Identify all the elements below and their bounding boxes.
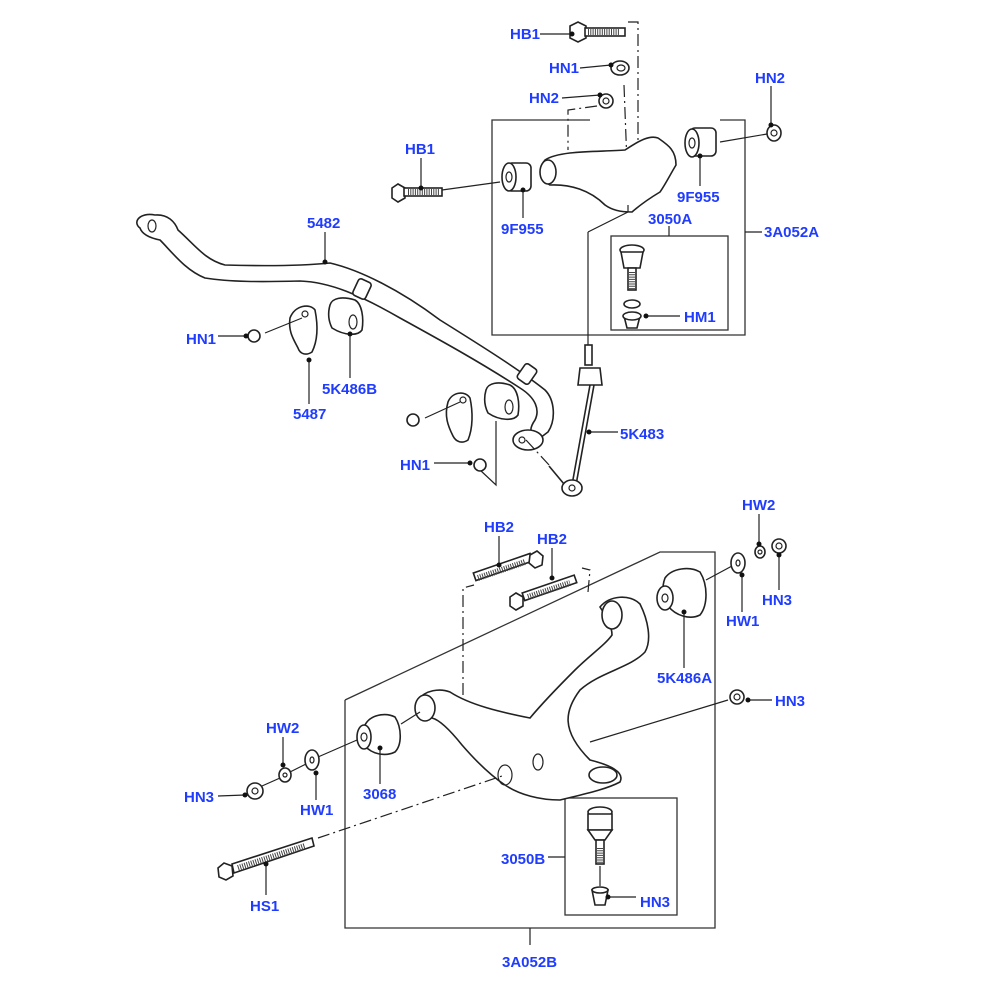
stabilizer-link-bracket [479, 421, 544, 487]
label-5k483: 5K483 [620, 426, 664, 443]
label-hb2-right: HB2 [537, 531, 567, 548]
lower-ball-joint-box [548, 797, 678, 916]
upper-nut-hn2-right [719, 124, 782, 143]
lower-bolt-hb2-left [472, 550, 544, 582]
label-3a052a: 3A052A [764, 224, 819, 241]
lower-washer-hw1-right [730, 552, 746, 574]
lower-ball-joint [586, 806, 614, 906]
leader-lines [217, 31, 782, 900]
lower-washer-hw2-right [754, 545, 766, 559]
stabilizer-bushing-right [483, 382, 520, 421]
label-hm1: HM1 [684, 309, 716, 326]
label-9f955-left: 9F955 [501, 221, 544, 238]
lower-bushing-rear [656, 565, 733, 618]
label-3a052b: 3A052B [502, 954, 557, 971]
label-hb2-left: HB2 [484, 519, 514, 536]
stabilizer-link [525, 211, 629, 497]
label-5487: 5487 [293, 406, 326, 423]
lower-washer-hw1-left [304, 749, 320, 771]
label-hb1-left: HB1 [405, 141, 435, 158]
label-hn1-top: HN1 [549, 60, 579, 77]
label-hb1-top: HB1 [510, 26, 540, 43]
stabilizer-clamp-right [424, 392, 473, 443]
upper-bolt-hb1-left [391, 181, 501, 203]
label-hw2-right: HW2 [742, 497, 775, 514]
label-5482: 5482 [307, 215, 340, 232]
stabilizer-nut-left [247, 329, 261, 343]
stabilizer-nut-lower [473, 458, 487, 472]
label-hw1-left: HW1 [300, 802, 333, 819]
stabilizer-clamp-left [264, 305, 318, 355]
label-9f955-right: 9F955 [677, 189, 720, 206]
label-hn1-left: HN1 [186, 331, 216, 348]
lower-arm-assembly-box [344, 551, 716, 945]
label-hw2-left: HW2 [266, 720, 299, 737]
label-hn3-right-mid: HN3 [775, 693, 805, 710]
upper-control-arm [539, 136, 677, 213]
label-5k486b: 5K486B [322, 381, 377, 398]
stabilizer-bushing-left [327, 297, 364, 336]
label-hs1: HS1 [250, 898, 279, 915]
upper-bolt-hb1 [569, 21, 639, 185]
label-hw1-right: HW1 [726, 613, 759, 630]
label-hn3-right-top: HN3 [762, 592, 792, 609]
upper-bushing-right [684, 127, 717, 158]
upper-nut-hn2-left [567, 93, 614, 150]
part-labels: HB1 HN1 HN2 HN2 HB1 9F955 9F955 3050A 3A… [184, 26, 819, 971]
label-hn2-top-left: HN2 [529, 90, 559, 107]
lower-nut-hn3-right-mid [729, 689, 745, 705]
label-hn2-top-right: HN2 [755, 70, 785, 87]
label-hn3-left: HN3 [184, 789, 214, 806]
lower-bolt-hb2-right [509, 574, 578, 611]
upper-bushing-left [501, 162, 532, 192]
label-3050b: 3050B [501, 851, 545, 868]
lower-nut-hn3-right-top [771, 538, 787, 554]
stabilizer-nut-right [406, 413, 420, 427]
lower-washer-hw2-left [261, 763, 307, 787]
lower-nut-hn3-left [246, 782, 264, 800]
lower-bolt-hs1 [217, 774, 506, 881]
lower-bushing-front [317, 711, 421, 758]
label-hn3-ball-joint: HN3 [640, 894, 670, 911]
upper-nut-hn1 [610, 60, 630, 191]
stabilizer-bar [136, 213, 555, 439]
upper-ball-joint [619, 244, 645, 329]
label-hn1-lower: HN1 [400, 457, 430, 474]
label-3068: 3068 [363, 786, 396, 803]
upper-arm-assembly-box [491, 119, 762, 336]
upper-ball-joint-box [610, 226, 729, 331]
lower-control-arm [414, 596, 729, 801]
label-3050a: 3050A [648, 211, 692, 228]
label-5k486a: 5K486A [657, 670, 712, 687]
